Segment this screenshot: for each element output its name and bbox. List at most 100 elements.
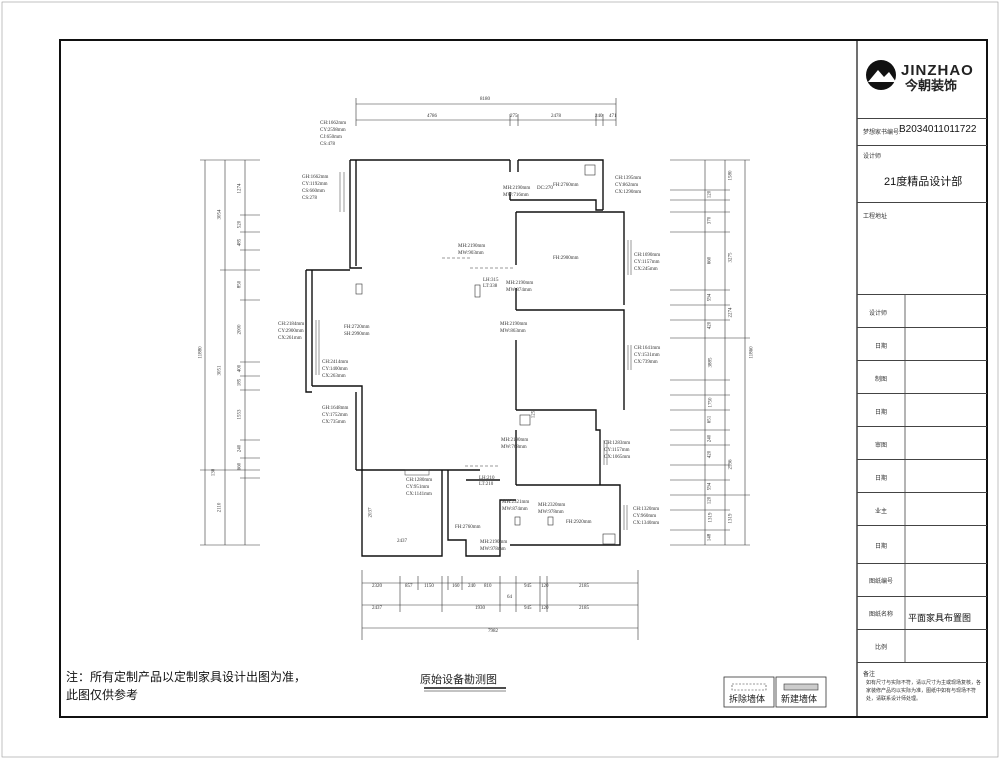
dim-right-inner: 1319 [728,513,734,524]
dim-bottom-r1: 810 [484,584,492,589]
row-label: 日期 [875,476,888,482]
room-label: FH:2760mm [455,525,481,530]
row-label: 审图 [875,443,888,449]
room-label: FH:2760mm [553,183,579,188]
remarks-label: 备注 [863,672,876,678]
room-label: CY:1752mm [322,413,348,418]
room-label: CY:1400mm [322,367,348,372]
dim-right-inner: 594 [707,293,713,302]
room-label: MW:978mm [538,510,564,515]
dim-bottom-r2: 2185 [579,606,589,611]
dim-right-inner: 651 [707,415,713,424]
room-label: CS:660mm [302,189,325,194]
room-label: CX:1290mm [615,190,642,195]
dim-left-outer: 2110 [217,502,223,513]
brand-name: JINZHAO [901,62,974,79]
row-label: 制图 [875,377,888,383]
right-dimension-lines [670,159,750,546]
room-label: CY:951mm [406,485,430,490]
dim-bottom-r1: 120 [541,584,549,589]
dim-right-inner: 240 [707,434,713,443]
room-label: MW:874mm [502,507,528,512]
room-label: MH:2190mm [501,438,529,443]
room-label: CS:278 [302,196,318,201]
dim-right-inner: 370 [707,216,713,225]
dim-left-inner: 130 [211,468,217,477]
designer-value: 21度精品设计部 [884,176,963,188]
dim-left-inner: 1274 [237,183,243,194]
room-label: CH:1395mm [615,176,642,181]
room-label: CY:2900mm [278,329,304,334]
dim-top-seg: 240 [595,114,603,119]
room-label: CJ:650mm [320,135,342,140]
row-label: 图纸名称 [869,612,894,618]
legend-new-box [775,676,827,708]
room-label: CY:1157mm [604,448,630,453]
dim-bottom-total: 7982 [488,629,498,634]
room-label: CH:1662mm [320,121,347,126]
left-dimension-lines [200,159,260,546]
room-label: CX:263mm [322,374,346,379]
room-label: MH:2190mm [480,540,508,545]
dim-top-seg: 2478 [551,114,561,119]
room-label: GH:1662mm [302,175,329,180]
room-label: CH:2184mm [278,322,305,327]
room-label: MW:863mm [500,329,526,334]
legend-new-label: 新建墙体 [781,695,818,705]
dim-bottom-r1: 160 [452,584,460,589]
room-label: CH:1280mm [406,478,433,483]
row-label: 比例 [875,645,888,651]
room-label: GH:1648mm [322,406,349,411]
room-label: CH:1320mm [633,507,660,512]
dim-left-inner: 2000 [237,324,243,335]
dim-right-inner: 120 [707,496,713,505]
room-label: CX:735mm [322,420,346,425]
room-label: LT:210 [479,482,494,487]
room-label: CY:1192mm [302,182,328,187]
dim-left-total: 11880 [198,346,204,359]
dim-right-outer: 2596 [728,459,734,470]
room-label: MH:2190mm [500,322,528,327]
project-code-label: 梦想家书编号: [863,130,901,136]
room-label: CH:2414mm [322,360,349,365]
dim-top-seg: 275 [510,114,518,119]
drawing-title: 原始设备勘测图 [420,673,497,686]
room-label: CX:739mm [634,360,658,365]
dim-bottom-r2: 64 [507,595,512,600]
room-label: CS:478 [320,142,336,147]
dim-bottom-r1: 1150 [424,584,434,589]
dim-right-inner: 1750 [708,397,714,408]
drawing-border [59,39,988,718]
dim-left-outer: 3051 [217,365,223,376]
dim-bottom-r2: 945 [524,606,532,611]
dim-right-inner: 420 [707,450,713,459]
dim-left-inner: 185 [237,378,243,387]
dim-top-seg: 4786 [427,114,437,119]
dim-right-outer: 3275 [728,252,734,263]
dim-right-inner: 148 [707,533,713,542]
room-label: CX:261mm [278,336,302,341]
room-label: FH:2720mm [344,325,370,330]
drawing-name-value: 平面家具布置图 [908,613,972,623]
dim-bottom-r1: 857 [405,584,413,589]
dim-right-outer: 1319 [708,512,714,523]
room-label: LT:338 [483,284,498,289]
dim-left-inner: 850 [237,280,243,289]
room-label: LH:210 [479,476,495,481]
legend-demolish-box [723,676,775,708]
room-label: CH:1641mm [634,346,661,351]
designer-label: 设计师 [863,154,882,160]
room-label: CY:2598mm [320,128,346,133]
dim-right-inner: 1580 [728,170,734,181]
room-label: CX:1141mm [406,492,432,497]
room-label: CX:1065mm [604,455,631,460]
dim-bottom-r1: 945 [524,584,532,589]
dim-bottom-r1: 2320 [372,584,382,589]
row-label: 业主 [875,509,888,515]
room-label: MH:2321mm [502,500,530,505]
project-address-label: 工程地址 [863,214,888,220]
dim-bottom-r1: 2185 [579,584,589,589]
room-label: MW:874mm [506,288,532,293]
room-label: 125 [531,410,537,419]
row-label: 图纸编号 [869,579,894,585]
